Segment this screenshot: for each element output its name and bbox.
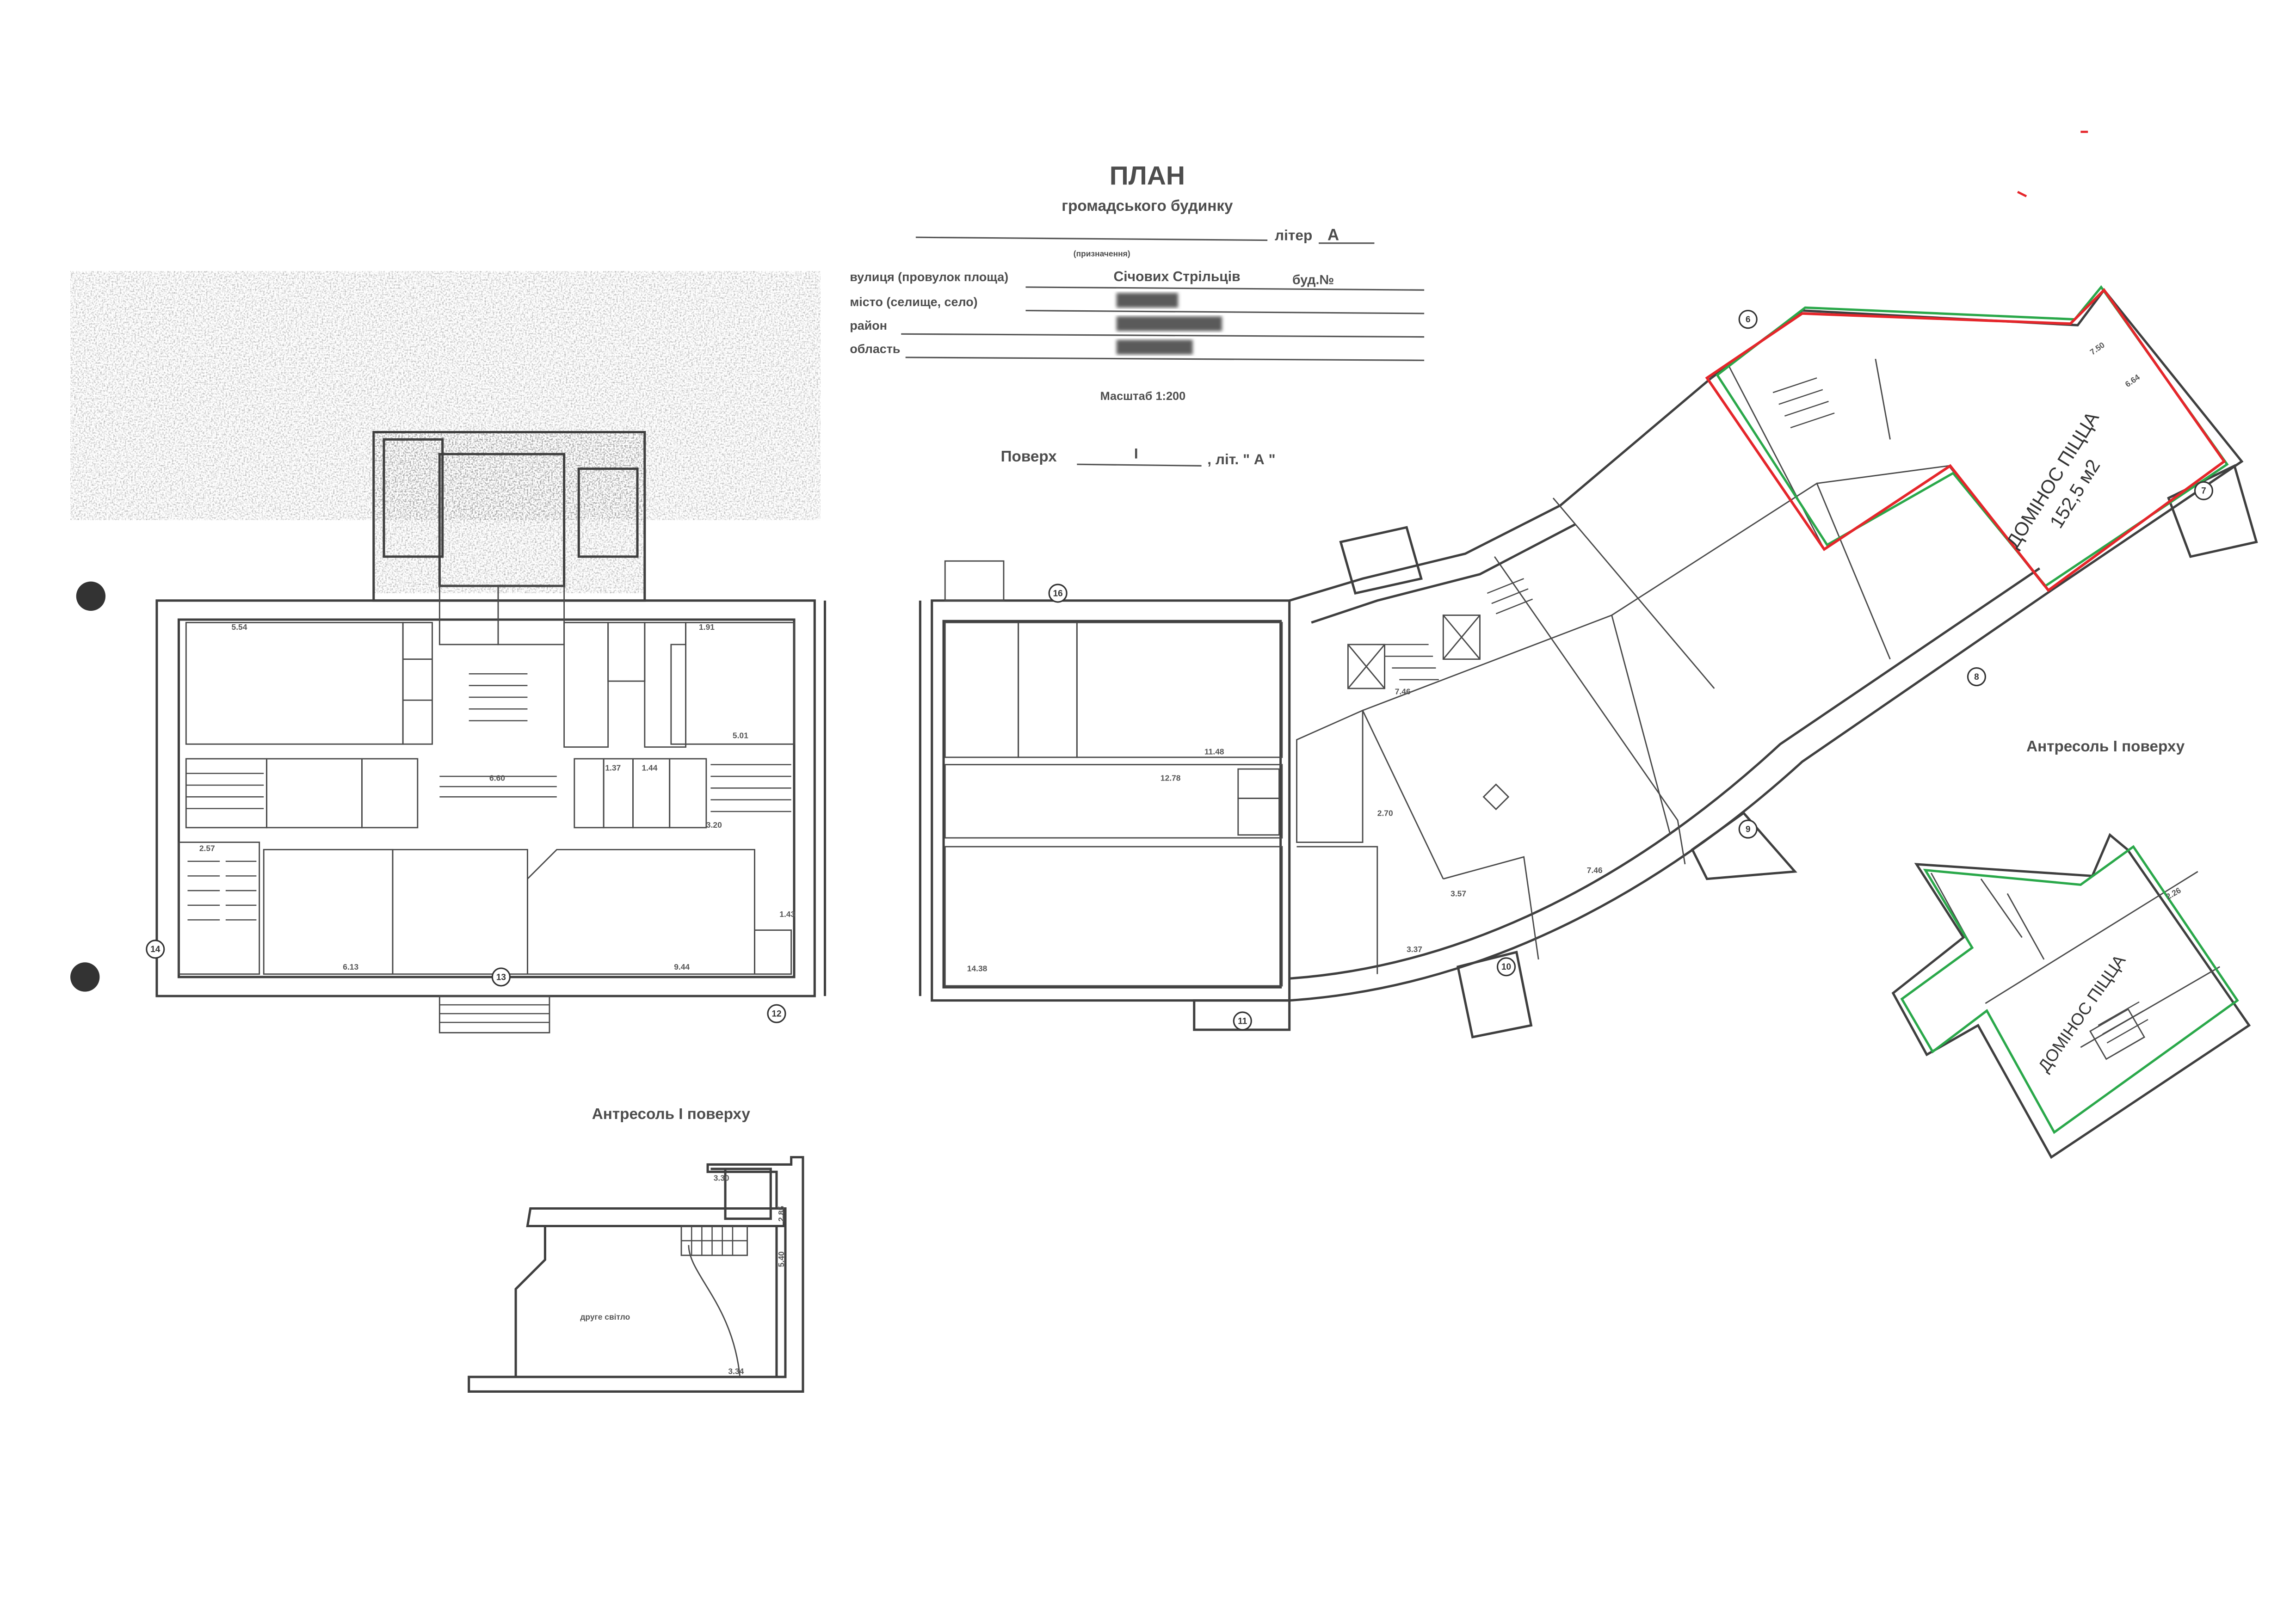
dimension-label: 5.01 [733, 731, 748, 740]
punch-hole-bottom [70, 962, 100, 992]
dimension-label: 5.40 [777, 1251, 786, 1267]
dimension-label: 14.38 [967, 964, 988, 973]
dimension-labels: 5.54 2.57 6.13 6.60 3.20 9.44 1.43 5.01 … [199, 340, 2142, 973]
dimension-label: 5.54 [232, 622, 247, 632]
axis-marker-label: 11 [1238, 1016, 1247, 1026]
axis-marker: 8 [1967, 667, 1987, 687]
axis-marker-label: 8 [1974, 672, 1979, 682]
axis-marker-label: 10 [1501, 962, 1511, 972]
dimension-label: 12.78 [1160, 773, 1181, 782]
city-label: місто (селище, село) [850, 295, 977, 309]
tenant-outline-green [1716, 285, 2229, 588]
street-line [1025, 286, 1425, 291]
axis-marker: 14 [146, 940, 165, 959]
dimension-label: 6.60 [489, 773, 505, 782]
tenant-label: ДОМІНОС ПІЦЦА 152,5 м2 [2002, 408, 2105, 552]
dimension-label: 2.70 [1377, 809, 1393, 818]
floor-line [1077, 463, 1202, 467]
city-line [1025, 310, 1425, 314]
scale-label: Масштаб 1:200 [1100, 390, 1186, 403]
dimension-label: 1.37 [605, 763, 621, 772]
axis-marker: 10 [1496, 957, 1516, 977]
floor-label: Поверх [1001, 448, 1057, 465]
region-label: область [850, 342, 900, 356]
dimension-label: 2.85 [777, 1206, 786, 1222]
mezzanine-left: Антресоль I поверху друге світло 3.30 2.… [468, 1106, 804, 1393]
tenant-outline-red [1705, 288, 2226, 592]
district-value-redacted [1116, 316, 1222, 331]
dimension-label: 3.20 [706, 820, 722, 830]
dimension-label: 1.91 [699, 622, 715, 632]
dimension-label: 7.46 [1587, 866, 1603, 875]
axis-marker-label: 6 [1746, 315, 1751, 325]
axis-marker: 9 [1738, 819, 1758, 839]
mezzanine-right-title: Антресоль I поверху [2026, 738, 2185, 755]
stair-hatching [1377, 377, 1835, 681]
title-block: ПЛАН громадського будинку літер А (призн… [850, 161, 1425, 467]
dimension-label: 11.48 [1204, 747, 1224, 756]
dimension-label: 2.26 [2164, 885, 2183, 901]
left-block [155, 430, 921, 1033]
purpose-line [915, 236, 1268, 241]
dimension-label: 1.44 [642, 763, 658, 772]
plan-title: ПЛАН [1110, 161, 1185, 191]
stair-hatching [186, 673, 791, 1033]
mezzanine-tenant-name: ДОМІНОС ПІЦЦА [2034, 951, 2129, 1076]
dimension-label: 1.43 [779, 910, 795, 919]
dimension-label: 7.50 [2088, 340, 2106, 357]
plan-subtitle: громадського будинку [1062, 197, 1233, 215]
axis-marker-label: 7 [2201, 486, 2206, 496]
building-label: буд.№ [1292, 273, 1334, 288]
axis-marker: 16 [1048, 584, 1068, 603]
purpose-caption: (призначення) [1074, 249, 1130, 258]
street-label: вулиця (провулок площа) [850, 270, 1008, 284]
district-line [901, 333, 1425, 338]
district-label: район [850, 319, 887, 332]
dimension-label: 9.44 [674, 962, 690, 971]
region-value-redacted [1116, 339, 1193, 355]
dimension-label: 2.57 [199, 844, 215, 853]
punch-hole-top [76, 581, 106, 611]
street-value: Січових Стрільців [1114, 269, 1241, 284]
dimension-label: 3.30 [714, 1173, 729, 1182]
dimension-label: 6.64 [2123, 372, 2142, 389]
axis-marker: 7 [2194, 481, 2214, 500]
axis-markers: 14 13 12 11 10 9 8 7 6 16 [146, 310, 2214, 1031]
dimension-label: 3.57 [1450, 889, 1466, 898]
mezzanine-right: Антресоль I поверху ДОМІНОС ПІЦЦА 2.26 [1891, 738, 2251, 1159]
second-light-label: друге світло [580, 1312, 630, 1322]
dimension-label: 3.37 [1407, 945, 1422, 954]
axis-marker: 11 [1233, 1011, 1252, 1031]
floor-value: I [1134, 445, 1138, 462]
right-block [1289, 288, 2258, 1039]
city-value-redacted [1116, 293, 1178, 308]
region-line [905, 357, 1425, 361]
middle-block [931, 560, 1291, 1031]
dimension-label: 6.13 [343, 962, 358, 971]
red-mark [2017, 191, 2027, 197]
mezzanine-tenant-outline-green [1900, 845, 2239, 1134]
liter-value: А [1327, 226, 1339, 244]
mezzanine-left-title: Антресоль I поверху [592, 1106, 751, 1123]
axis-marker-label: 12 [772, 1009, 781, 1019]
axis-marker-label: 13 [496, 972, 506, 982]
floor-liter: , літ. " А " [1207, 451, 1275, 467]
axis-marker-label: 9 [1746, 824, 1751, 834]
axis-marker: 6 [1738, 310, 1758, 329]
axis-marker-label: 16 [1053, 589, 1063, 598]
axis-marker: 12 [767, 1004, 786, 1023]
axis-marker: 13 [491, 967, 511, 987]
dimension-label: 7.46 [1395, 687, 1411, 696]
liter-label: літер [1275, 227, 1312, 244]
scan-noise-annex [373, 432, 645, 593]
axis-marker-label: 14 [150, 945, 160, 954]
dimension-label: 3.34 [728, 1366, 744, 1376]
